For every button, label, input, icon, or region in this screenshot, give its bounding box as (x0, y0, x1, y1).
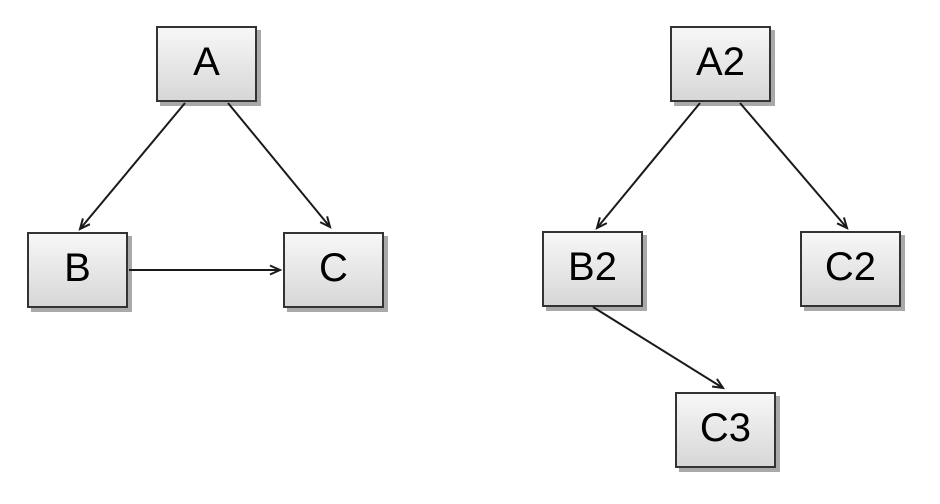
node-C2: C2 (800, 231, 901, 307)
node-C: C (283, 232, 384, 308)
node-label: B (64, 246, 91, 290)
node-C3: C3 (675, 392, 776, 468)
node-label: C3 (699, 406, 752, 450)
node-label: A (193, 40, 220, 84)
node-label: C (319, 246, 348, 290)
node-label: C2 (824, 245, 877, 289)
node-label: B2 (568, 245, 617, 289)
node-B2: B2 (542, 231, 643, 307)
node-B: B (27, 232, 128, 308)
node-A2: A2 (670, 26, 771, 102)
node-label: A2 (696, 40, 745, 84)
node-A: A (156, 26, 257, 102)
